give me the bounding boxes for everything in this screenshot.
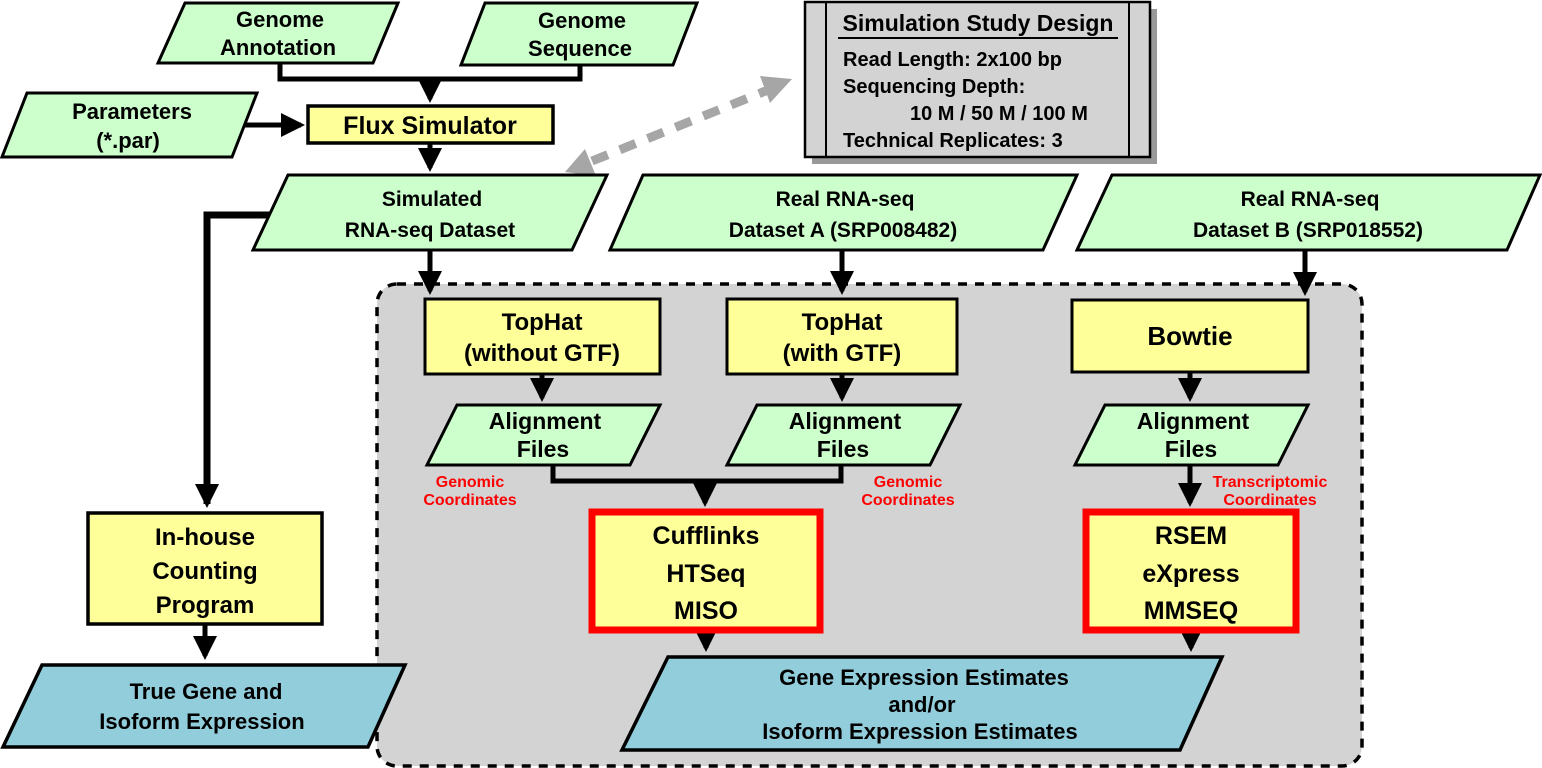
quant-transcriptomic-line2: eXpress [1142,560,1239,588]
simulated-dataset-line2: RNA-seq Dataset [345,219,515,242]
parameters-shape [0,91,260,159]
real-dataset-a-shape [607,173,1080,252]
real-dataset-b-line2: Dataset B (SRP018552) [1193,219,1423,242]
node-flux-simulator: Flux Simulator [306,104,555,145]
connector-alignment-merge-bracket [550,465,844,484]
node-parameters: Parameters (*.par) [0,91,260,159]
label-genomic-coordinates-right: Genomic Coordinates [861,474,954,509]
bowtie-label: Bowtie [1147,321,1232,351]
node-alignment-files-left: Alignment Files [424,403,663,467]
genome-annotation-line2: Annotation [220,35,336,60]
alignment-files-left-shape [424,403,663,467]
bowtie-shape [1070,298,1310,374]
real-dataset-b-shape [1074,173,1542,252]
study-design-title: Simulation Study Design [843,10,1114,36]
real-dataset-a-line1: Real RNA-seq [776,188,915,211]
transcriptomic-line1: Transcriptomic [1213,474,1328,491]
genome-sequence-line2: Sequence [528,36,632,61]
transcriptomic-line2: Coordinates [1223,492,1316,509]
arrow-simulated-to-inhouse [195,211,273,508]
quant-transcriptomic-line1: RSEM [1155,522,1227,550]
node-quant-transcriptomic-tools: RSEM eXpress MMSEQ [1082,508,1300,634]
node-quant-genomic-tools: Cufflinks HTSeq MISO [588,508,824,634]
real-dataset-b-line1: Real RNA-seq [1241,188,1380,211]
real-dataset-a-line2: Dataset A (SRP008482) [729,219,957,242]
genome-annotation-shape [155,1,401,65]
inhouse-counting-line2: Counting [152,558,257,585]
tophat-with-gtf-line1: TopHat [802,309,883,336]
genomic-left-line2: Coordinates [423,492,516,509]
study-design-panel: Simulation Study Design Read Length: 2x1… [803,0,1157,164]
expression-estimates-shape [619,655,1225,752]
alignment-files-mid-line1: Alignment [789,408,902,434]
node-simulated-dataset: Simulated RNA-seq Dataset [250,173,610,252]
tophat-with-gtf-line2: (with GTF) [783,340,902,367]
true-expression-shape [0,663,408,749]
node-true-expression: True Gene and Isoform Expression [0,663,408,749]
tophat-without-gtf-line1: TopHat [502,309,583,336]
expression-estimates-line2: and/or [888,692,956,717]
inhouse-counting-shape [86,511,324,626]
inhouse-counting-line3: Program [156,592,255,619]
parameters-line2: (*.par) [96,128,160,153]
study-design-line-replicates: Technical Replicates: 3 [843,130,1063,152]
study-design-link-arrowhead-left [565,149,596,176]
true-expression-line1: True Gene and [130,679,283,704]
study-design-box [803,0,1152,159]
study-design-line-read-length: Read Length: 2x100 bp [843,49,1062,71]
flux-simulator-shape [306,104,555,145]
study-design-line-seq-depth: Sequencing Depth: [843,76,1025,98]
genome-sequence-shape [458,1,700,67]
genomic-left-line1: Genomic [436,474,505,491]
label-genomic-coordinates-left: Genomic Coordinates [423,474,516,509]
alignment-files-right-line2: Files [1165,436,1217,462]
node-genome-sequence: Genome Sequence [458,1,700,67]
node-real-dataset-b: Real RNA-seq Dataset B (SRP018552) [1074,173,1542,252]
alignment-files-mid-shape [724,403,963,467]
study-design-line-depth-values: 10 M / 50 M / 100 M [910,103,1088,125]
parameters-line1: Parameters [72,99,192,124]
node-alignment-files-right: Alignment Files [1072,403,1311,467]
expression-estimates-line1: Gene Expression Estimates [779,665,1069,690]
study-design-link-arrowhead-right [760,76,792,103]
node-genome-annotation: Genome Annotation [155,1,401,65]
node-alignment-files-mid: Alignment Files [724,403,963,467]
alignment-files-left-line1: Alignment [489,408,602,434]
genomic-right-line2: Coordinates [861,492,954,509]
alignment-files-right-shape [1072,403,1311,467]
node-inhouse-counting: In-house Counting Program [86,511,324,626]
alignment-files-right-line1: Alignment [1137,408,1250,434]
quant-transcriptomic-shape [1082,508,1300,634]
node-expression-estimates: Gene Expression Estimates and/or Isoform… [619,655,1225,752]
tophat-without-gtf-line2: (without GTF) [464,340,620,367]
quant-genomic-line3: MISO [674,597,738,625]
tophat-without-gtf-shape [423,297,662,376]
study-design-link-line [590,85,770,166]
genome-sequence-line1: Genome [538,8,626,33]
genome-annotation-line1: Genome [236,7,324,32]
label-transcriptomic-coordinates: Transcriptomic Coordinates [1213,474,1328,509]
genomic-right-line1: Genomic [874,474,943,491]
tophat-with-gtf-shape [725,297,959,376]
quant-genomic-line2: HTSeq [666,560,745,588]
node-tophat-with-gtf: TopHat (with GTF) [725,297,959,376]
alignment-files-left-line2: Files [517,436,569,462]
quant-genomic-line1: Cufflinks [653,522,760,550]
node-bowtie: Bowtie [1070,298,1310,374]
study-design-link-arrow [565,76,792,176]
quant-transcriptomic-line3: MMSEQ [1144,597,1238,625]
expression-estimates-line3: Isoform Expression Estimates [762,719,1077,744]
flux-simulator-label: Flux Simulator [343,112,517,140]
inhouse-counting-line1: In-house [155,524,255,551]
simulated-dataset-line1: Simulated [382,188,482,211]
node-tophat-without-gtf: TopHat (without GTF) [423,297,662,376]
alignment-files-mid-line2: Files [817,436,869,462]
node-real-dataset-a: Real RNA-seq Dataset A (SRP008482) [607,173,1080,252]
simulated-dataset-shape [250,173,610,252]
quant-genomic-shape [588,508,824,634]
true-expression-line2: Isoform Expression [99,709,304,734]
